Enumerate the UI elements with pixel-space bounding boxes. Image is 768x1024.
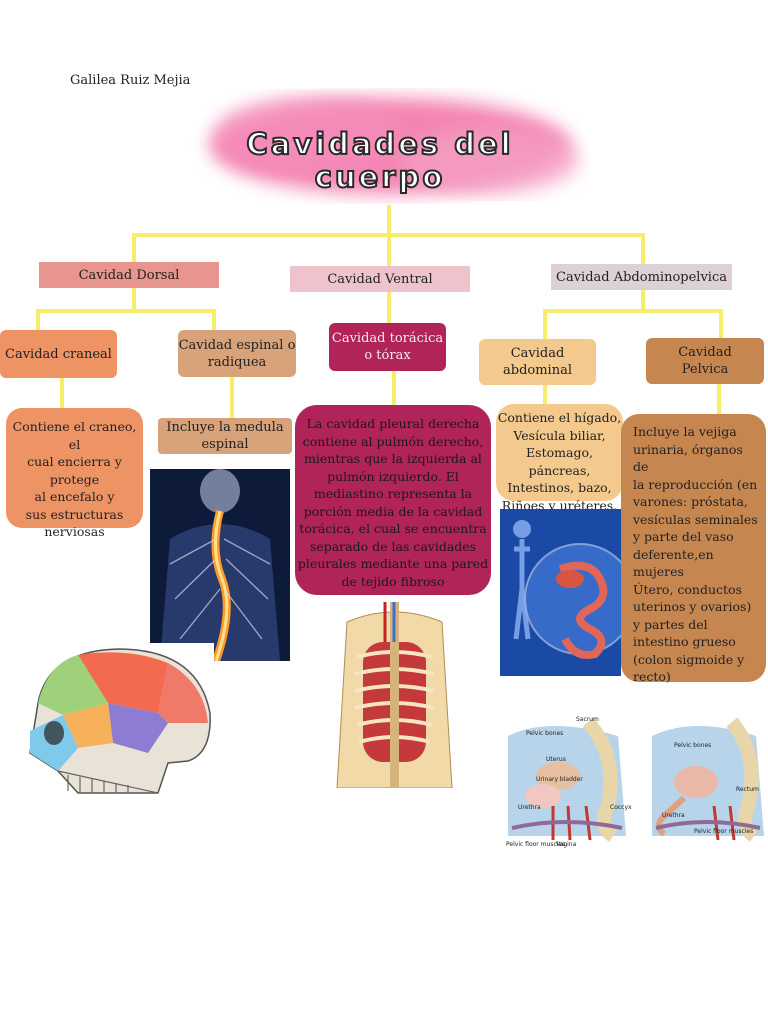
- connector-abdomino-down: [641, 289, 645, 311]
- label-male-pelvic-floor: Pelvic floor muscles: [694, 828, 754, 835]
- desc-pelvica: Incluye la vejiga urinaria, órganos de l…: [621, 414, 766, 684]
- connector-to-pelvica: [719, 309, 723, 339]
- connector-craneal-desc: [60, 377, 64, 409]
- label-vagina: Vagina: [556, 841, 577, 848]
- skull-image: [18, 643, 214, 807]
- pelvic-cavity-female-image: Sacrum Pelvic bones Uterus Urinary bladd…: [498, 716, 632, 850]
- pelvic-cavity-male-image: Pelvic bones Rectum Urethra Pelvic floor…: [644, 716, 768, 850]
- node-cavidad-abdominal: Cavidad abdominal: [479, 339, 596, 385]
- desc-abdominal: Contiene el hígado, Vesícula biliar, Est…: [496, 404, 623, 513]
- label-uterus: Uterus: [546, 756, 566, 763]
- connector-dorsal-horizontal: [36, 309, 216, 313]
- connector-espinal-desc: [230, 376, 234, 418]
- node-cavidad-pelvica: Cavidad Pelvica: [646, 338, 764, 384]
- diagram-title: Cavidades del cuerpo: [245, 127, 514, 195]
- desc-espinal: Incluye la medula espinal: [158, 418, 292, 454]
- title-splash: [210, 97, 580, 194]
- node-cavidad-craneal: Cavidad craneal: [0, 330, 117, 378]
- label-pelvic-bones: Pelvic bones: [526, 730, 564, 737]
- connector-trunk: [387, 205, 391, 235]
- thoracic-cavity-image: [327, 602, 462, 788]
- spinal-nervous-system-image: [150, 469, 290, 661]
- connector-to-abdominal: [543, 309, 547, 339]
- connector-dorsal-down: [132, 287, 136, 311]
- connector-ventral-down: [387, 291, 391, 323]
- desc-craneal: Contiene el craneo, el cual encierra y p…: [6, 408, 143, 539]
- label-urethra: Urethra: [518, 804, 541, 811]
- label-bladder: Urinary bladder: [536, 776, 583, 783]
- node-cavidad-ventral: Cavidad Ventral: [290, 266, 470, 292]
- label-male-urethra: Urethra: [662, 812, 685, 819]
- label-pelvic-floor: Pelvic floor muscles: [506, 841, 566, 848]
- node-cavidad-abdominopelvica: Cavidad Abdominopelvica: [551, 264, 732, 290]
- connector-toracica-desc: [392, 371, 396, 405]
- label-male-rectum: Rectum: [736, 786, 759, 793]
- node-cavidad-toracica: Cavidad torácica o tórax: [329, 323, 446, 371]
- connector-abdomino-horizontal: [543, 309, 723, 313]
- connector-to-dorsal: [132, 233, 136, 263]
- connector-to-espinal: [212, 309, 216, 331]
- label-male-pelvic-bones: Pelvic bones: [674, 742, 712, 749]
- desc-toracica: La cavidad pleural derecha contiene al p…: [295, 405, 491, 595]
- connector-to-ventral: [387, 233, 391, 266]
- connector-to-abdominopelvica: [641, 233, 645, 265]
- label-sacrum: Sacrum: [576, 716, 599, 723]
- connector-to-craneal: [36, 309, 40, 331]
- connector-pelvica-desc: [717, 384, 721, 414]
- abdominal-cavity-image: [500, 509, 621, 676]
- author-name: Galilea Ruiz Mejia: [70, 73, 191, 88]
- connector-abdominal-desc: [543, 385, 547, 405]
- node-cavidad-espinal: Cavidad espinal o radiquea: [178, 330, 296, 377]
- label-coccyx: Coccyx: [610, 804, 632, 811]
- node-cavidad-dorsal: Cavidad Dorsal: [39, 262, 219, 288]
